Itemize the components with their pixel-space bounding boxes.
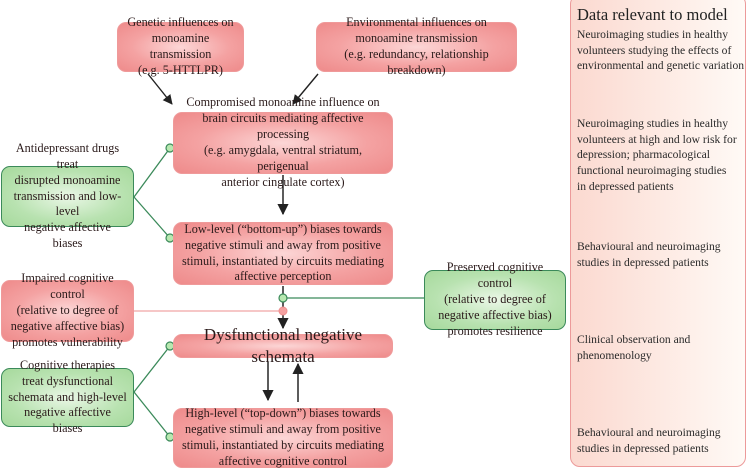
panel-item-genetic-environmental: Neuroimaging studies in healthy voluntee… bbox=[577, 28, 745, 73]
node-label: Environmental influences on monoamine tr… bbox=[344, 15, 489, 77]
node-label: Impaired cognitive control (relative to … bbox=[10, 271, 125, 349]
data-relevant-panel: Data relevant to model Neuroimaging stud… bbox=[570, 0, 746, 467]
panel-item-schemata: Clinical observation and phenomenology bbox=[577, 333, 691, 362]
arrow-environmental-to-compromised bbox=[292, 73, 319, 105]
node-dysfunctional-schemata: Dysfunctional negative schemata bbox=[173, 325, 393, 366]
node-label: Antidepressant drugs treat disrupted mon… bbox=[13, 141, 122, 251]
link-antidepressant-to-low-level bbox=[133, 196, 171, 239]
node-label: Cognitive therapies treat dysfunctional … bbox=[8, 357, 127, 436]
node-preserved-cognitive-control: Preserved cognitive control (relative to… bbox=[424, 260, 566, 338]
panel-item-high-level: Behavioural and neuroimaging studies in … bbox=[577, 426, 721, 455]
node-high-level-biases: High-level (“top-down”) biases towards n… bbox=[173, 406, 393, 468]
connector-node bbox=[278, 293, 288, 303]
node-label: Low-level (“bottom-up”) biases towards n… bbox=[181, 221, 385, 284]
arrow-genetic-to-compromised bbox=[147, 73, 173, 105]
node-label: High-level (“top-down”) biases towards n… bbox=[181, 406, 385, 468]
link-therapies-to-schemata bbox=[133, 345, 171, 393]
node-label: Genetic influences on monoamine transmis… bbox=[127, 15, 234, 77]
node-label: Preserved cognitive control (relative to… bbox=[438, 260, 552, 338]
node-impaired-cognitive-control: Impaired cognitive control (relative to … bbox=[1, 271, 134, 349]
link-antidepressant-to-compromised bbox=[133, 147, 171, 198]
node-cognitive-therapies: Cognitive therapies treat dysfunctional … bbox=[1, 358, 134, 435]
link-therapies-to-high-level bbox=[133, 391, 171, 438]
panel-item-monoamine: Neuroimaging studies in healthy voluntee… bbox=[577, 117, 737, 193]
node-label: Compromised monoamine influence on brain… bbox=[186, 95, 380, 189]
node-antidepressant-drugs: Antidepressant drugs treat disrupted mon… bbox=[1, 141, 134, 250]
panel-title: Data relevant to model bbox=[577, 5, 728, 24]
node-genetic-influences: Genetic influences on monoamine transmis… bbox=[117, 15, 244, 77]
node-label: Dysfunctional negative schemata bbox=[203, 324, 363, 366]
node-low-level-biases: Low-level (“bottom-up”) biases towards n… bbox=[173, 222, 393, 285]
node-environmental-influences: Environmental influences on monoamine tr… bbox=[316, 15, 517, 77]
node-compromised-monoamine: Compromised monoamine influence on brain… bbox=[173, 95, 393, 189]
panel-item-low-level: Behavioural and neuroimaging studies in … bbox=[577, 240, 721, 269]
connector-node bbox=[278, 306, 288, 316]
